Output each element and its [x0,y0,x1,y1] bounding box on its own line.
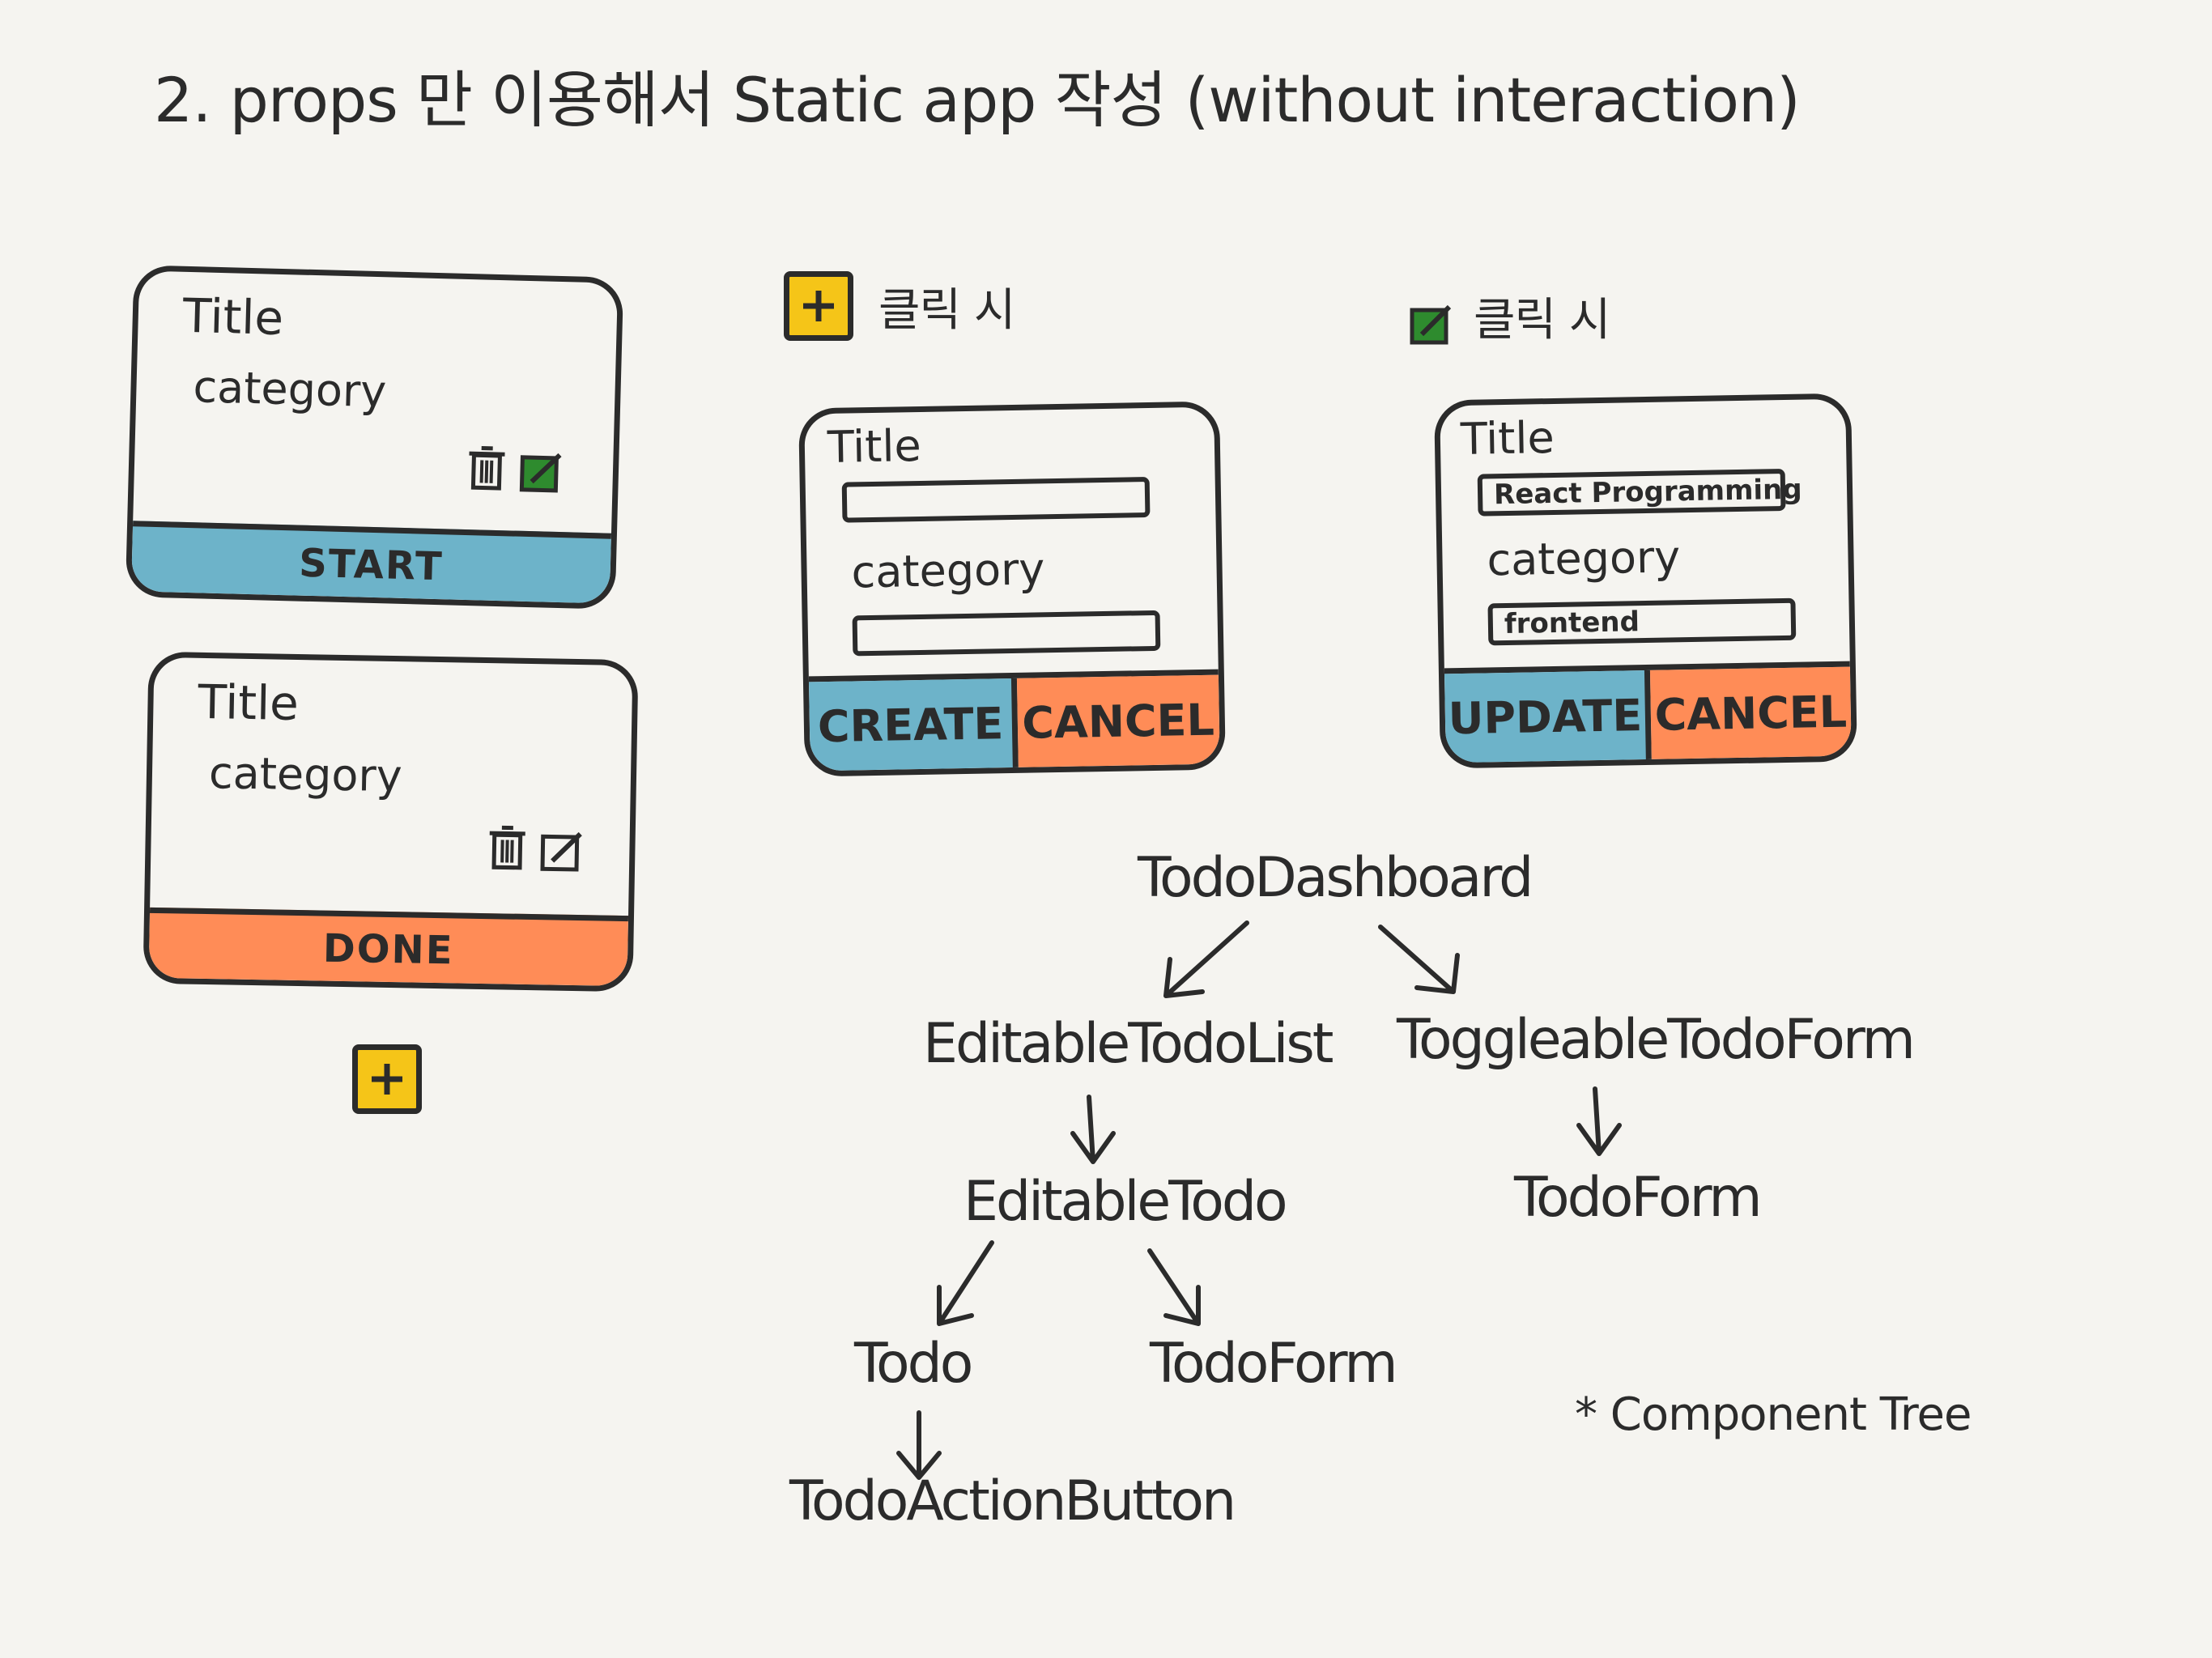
arrow-editable-form [1147,1248,1201,1326]
tree-node-root: TodoDashboard [1138,846,1534,910]
tree-node-editable-list: EditableTodoList [923,1012,1334,1076]
title-input[interactable] [841,477,1151,523]
todo-card-start: Title category START [125,265,624,610]
tree-node-todo: Todo [854,1332,973,1396]
card-title: Title [181,287,285,346]
plus-icon [372,1064,402,1095]
card-category: category [192,361,387,418]
arrow-root-right [1378,925,1460,994]
form-title-label: Title [1460,411,1555,465]
update-button[interactable]: UPDATE [1444,670,1652,763]
update-form-note: 클릭 시 [1474,294,1610,346]
edit-icon[interactable] [1409,304,1454,349]
card-title: Title [197,674,300,731]
plus-icon [803,291,834,321]
tree-node-action-button: TodoActionButton [789,1469,1236,1533]
todo-card-done: Title category DONE [143,651,639,993]
form-title-label: Title [827,419,922,473]
trash-icon[interactable] [487,825,528,874]
card-category: category [208,747,403,802]
cancel-button[interactable]: CANCEL [1649,666,1852,759]
cancel-button[interactable]: CANCEL [1016,674,1220,767]
create-form-note: 클릭 시 [878,284,1015,337]
category-input[interactable] [852,610,1161,657]
form-category-label: category [1486,531,1681,586]
arrow-root-left [1163,920,1249,998]
form-category-label: category [851,543,1045,598]
edit-icon[interactable] [539,830,585,876]
add-todo-button-ref[interactable] [784,271,853,341]
edit-icon[interactable] [518,451,564,497]
tree-node-toggleable-form: ToggleableTodoForm [1397,1008,1916,1072]
update-form-card: Title React Programming category fronten… [1434,393,1857,769]
create-button[interactable]: CREATE [808,678,1019,772]
create-form-card: Title category CREATE CANCEL [798,401,1226,777]
arrow-list-todo [1070,1095,1116,1164]
start-button[interactable]: START [130,521,611,604]
tree-node-todoform-right: TodoForm [1514,1166,1763,1230]
title-input[interactable]: React Programming [1477,468,1802,517]
done-button[interactable]: DONE [148,907,629,987]
add-todo-button[interactable] [352,1044,422,1114]
tree-node-todoform: TodoForm [1150,1332,1398,1396]
arrow-toggle-form [1576,1086,1622,1156]
category-input[interactable]: frontend [1487,597,1797,646]
tree-node-editable-todo: EditableTodo [963,1170,1288,1234]
page-title: 2. props 만 이용해서 Static app 작성 (without i… [154,64,1801,136]
arrow-todo-action [896,1410,942,1480]
tree-caption: * Component Tree [1575,1388,1972,1441]
trash-icon[interactable] [466,445,508,495]
arrow-editable-todo [937,1240,994,1326]
